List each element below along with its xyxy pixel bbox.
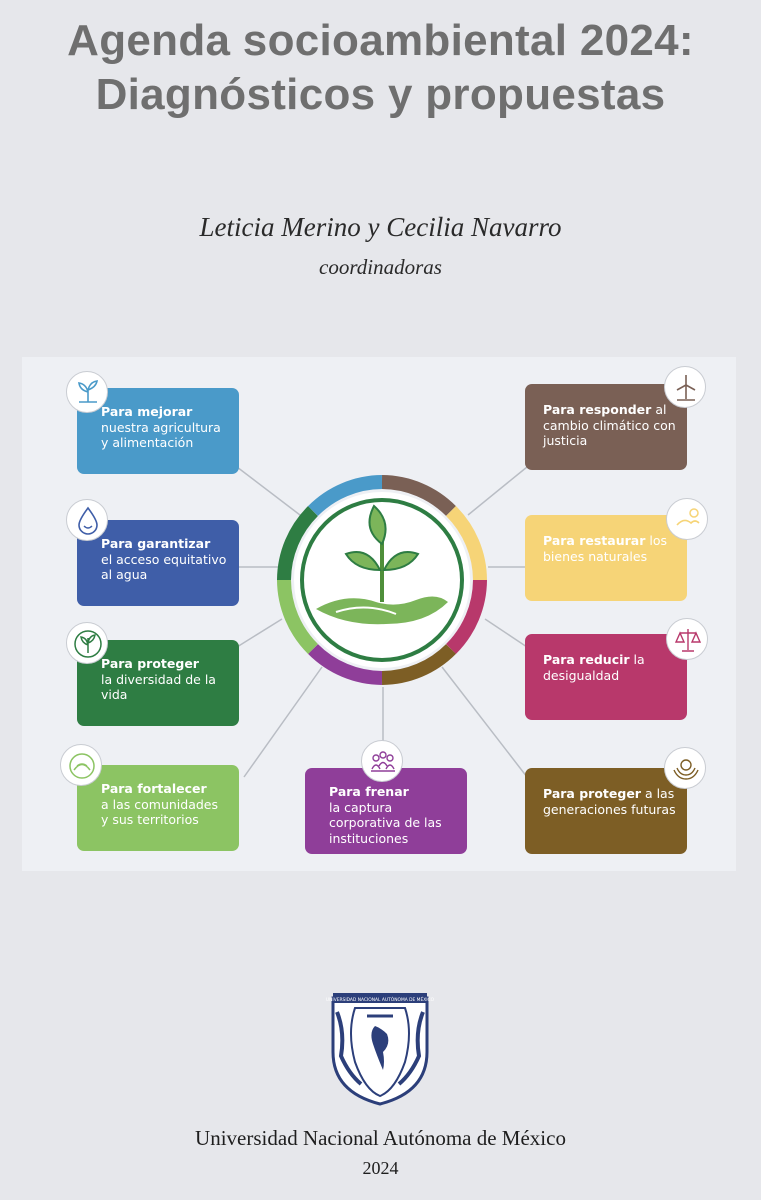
- card-restore-text: los bienes naturales: [543, 533, 667, 564]
- center-emblem: [277, 475, 487, 685]
- card-biodiversity-text: la diversidad de la vida: [101, 671, 216, 703]
- card-inequality-bold: Para reducir: [543, 652, 630, 667]
- card-future-text: a las generaciones futuras: [543, 786, 676, 817]
- water-drop-icon: [66, 499, 108, 541]
- card-future-bold: Para proteger: [543, 786, 641, 801]
- card-agriculture-bold: Para mejorar: [101, 404, 193, 419]
- nature-icon: [666, 498, 708, 540]
- wind-turbine-icon: [664, 366, 706, 408]
- card-institutions: Para frenar la captura corporativa de la…: [305, 768, 467, 854]
- card-climate-text: al cambio climático con justicia: [543, 402, 676, 448]
- people-icon: [361, 740, 403, 782]
- card-institutions-bold: Para frenar: [329, 784, 409, 799]
- card-inequality-text: la desigualdad: [543, 652, 645, 683]
- hands-icon: [664, 747, 706, 789]
- connector-lines: [236, 466, 528, 778]
- card-inequality: Para reducir la desigualdad: [525, 634, 687, 720]
- card-future: Para proteger a las generaciones futuras: [525, 768, 687, 854]
- card-water: Para garantizar el acceso equitativo al …: [77, 520, 239, 606]
- agenda-infographic: Para mejorar nuestra agricultura y alime…: [22, 357, 736, 871]
- seal-text: UNIVERSIDAD NACIONAL AUTÓNOMA DE MÉXICO: [326, 995, 435, 1003]
- publication-year: 2024: [362, 1158, 399, 1178]
- card-climate: Para responder al cambio climático con j…: [525, 384, 687, 470]
- title-line-2: Diagnósticos y propuestas: [95, 70, 666, 119]
- publisher: Universidad Nacional Autónoma de México: [195, 1126, 566, 1150]
- card-communities: Para fortalecer a las comunidades y sus …: [77, 765, 239, 851]
- card-water-text: el acceso equitativo al agua: [101, 551, 227, 583]
- authors-role: coordinadoras: [319, 255, 442, 279]
- seedling-icon: [66, 371, 108, 413]
- authors: Leticia Merino y Cecilia Navarro: [199, 212, 562, 242]
- card-water-bold: Para garantizar: [101, 536, 211, 551]
- plant-in-hand-icon: [316, 504, 448, 625]
- card-agriculture: Para mejorar nuestra agricultura y alime…: [77, 388, 239, 474]
- leaf-icon: [66, 622, 108, 664]
- unam-seal: UNIVERSIDAD NACIONAL AUTÓNOMA DE MÉXICO: [326, 993, 435, 1106]
- card-institutions-text: la captura corporativa de las institucio…: [329, 799, 442, 846]
- card-communities-text: a las comunidades y sus territorios: [101, 796, 218, 828]
- book-title: Agenda socioambiental 2024: Diagnósticos…: [0, 14, 761, 122]
- card-restore: Para restaurar los bienes naturales: [525, 515, 687, 601]
- title-line-1: Agenda socioambiental 2024:: [67, 16, 694, 65]
- card-restore-bold: Para restaurar: [543, 533, 646, 548]
- card-agriculture-text: nuestra agricultura y alimentación: [101, 419, 221, 451]
- card-biodiversity-bold: Para proteger: [101, 656, 199, 671]
- community-icon: [60, 744, 102, 786]
- card-communities-bold: Para fortalecer: [101, 781, 207, 796]
- card-climate-bold: Para responder: [543, 402, 652, 417]
- scales-icon: [666, 618, 708, 660]
